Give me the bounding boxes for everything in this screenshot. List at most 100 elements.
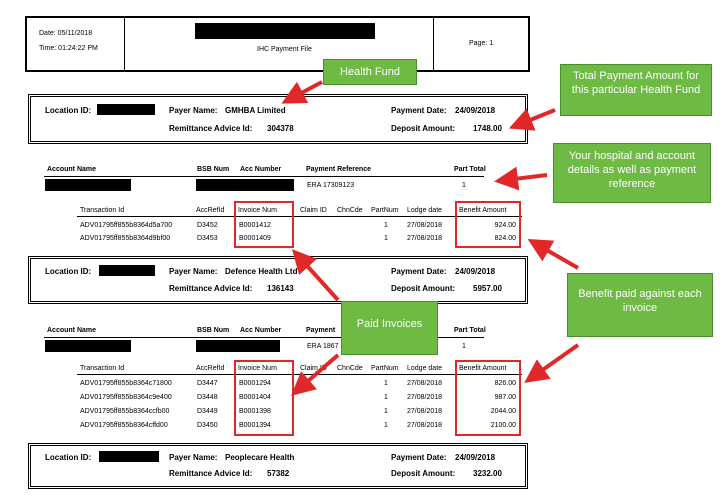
location-label: Location ID: [45,106,92,115]
accrefid-header: AccRefId [196,207,225,214]
divider [77,216,522,217]
invoice-num-header: Invoice Num [238,207,277,214]
lodge-date-header: Lodge date [407,365,443,372]
benefit-amount: 826.00 [494,380,516,387]
remittance-id: 304378 [267,124,294,133]
payment-reference: ERA 17309123 [307,182,355,189]
part-total-header: Part Total [454,166,486,173]
benefit-amount: 824.00 [494,235,516,242]
redacted-account-number [196,179,294,191]
remittance-label: Remittance Advice Id: [169,469,253,478]
invoice-num: B0001394 [239,422,271,429]
part-total-header: Part Total [454,327,486,334]
payment-reference: ERA 1867 [307,343,339,350]
location-label: Location ID: [45,267,92,276]
deposit-label: Deposit Amount: [391,469,456,478]
divider [44,337,484,338]
transaction-id-header: Transaction Id [80,365,125,372]
accrefid: D3450 [197,422,218,429]
part-num: 1 [384,394,388,401]
report-time: Time: 01:24:22 PM [39,45,98,52]
part-total: 1 [462,343,466,350]
remittance-id: 136143 [267,284,294,293]
callout-hospital-details: Your hospital and account details as wel… [553,143,711,203]
chncde-header: ChnCde [337,207,363,214]
accrefid: D3453 [197,235,218,242]
report-header: Date: 05/11/2018 Time: 01:24:22 PM IHC P… [25,16,530,72]
invoice-highlight-1 [234,201,294,248]
redacted-account-name [45,340,131,352]
claim-id-header: Claim ID [300,365,327,372]
benefit-amount: 987.00 [494,394,516,401]
bsb-num-header: BSB Num [197,166,230,173]
lodge-date: 27/08/2018 [407,222,443,229]
arrow-benefit-paid-top [527,239,579,270]
payment-reference-header: Payment Reference [306,166,371,173]
payment-reference-header: Payment [306,327,336,334]
payment-date: 24/09/2018 [455,453,496,462]
accrefid: D3448 [197,394,218,401]
redacted-location [97,104,155,115]
transaction-id: ADV01795ff855b8364cffd00 [80,422,168,429]
transaction-id: ADV01795ff855b8364c71800 [80,380,172,387]
payer-name-label: Payer Name: [169,267,218,276]
part-num: 1 [384,408,388,415]
benefit-amount: 2100.00 [490,422,516,429]
payer-name-label: Payer Name: [169,106,218,115]
arrow-paid-invoices-top [291,249,340,302]
divider [44,176,484,177]
payment-date-label: Payment Date: [391,267,447,276]
page-number: Page: 1 [469,40,494,47]
payment-date-label: Payment Date: [391,453,447,462]
lodge-date-header: Lodge date [407,207,443,214]
accrefid: D3449 [197,408,218,415]
transaction-id: ADV01795ff855b8364c9e400 [80,394,172,401]
lodge-date: 27/08/2018 [407,408,443,415]
invoice-num: B0001404 [239,394,271,401]
invoice-num-header: Invoice Num [238,365,277,372]
remittance-label: Remittance Advice Id: [169,124,253,133]
partnum-header: PartNum [371,365,399,372]
benefit-highlight-1 [455,201,521,248]
invoice-highlight-2 [234,360,294,436]
invoice-num: B0001294 [239,380,271,387]
payer-name-label: Payer Name: [169,453,218,462]
report-date: Date: 05/11/2018 [39,30,93,37]
accrefid: D3447 [197,380,218,387]
acc-number-header: Acc Number [240,166,282,173]
part-num: 1 [384,422,388,429]
transaction-id: ADV01795ff855b8364ccfb00 [80,408,170,415]
benefit-amount: 2044.00 [490,408,516,415]
payer-name: GMHBA Limited [225,106,286,115]
invoice-num: B0001409 [239,235,271,242]
remittance-id: 57382 [267,469,290,478]
accrefid-header: AccRefId [196,365,225,372]
accrefid: D3452 [197,222,218,229]
arrow-hospital-details [494,166,548,191]
benefit-amount-header: Benefit Amount [459,207,507,214]
payment-date: 24/09/2018 [455,267,496,276]
account-name-header: Account Name [47,327,97,334]
redacted-location [99,451,159,462]
acc-number-header: Acc Number [240,327,282,334]
callout-health-fund: Health Fund [323,59,417,85]
invoice-num: B0001412 [239,222,271,229]
redacted-location [99,265,155,276]
payment-summary-2: Location ID: Payer Name: Defence Health … [28,256,528,304]
transaction-id: ADV01795ff855b8364d9bf00 [80,235,171,242]
payment-date: 24/09/2018 [455,106,496,115]
arrow-paid-invoices-bottom [290,353,340,396]
callout-total-payment: Total Payment Amount for this particular… [560,64,712,116]
arrow-benefit-paid-bottom [524,343,580,383]
redacted-account-number [196,340,280,352]
arrow-health-fund [281,80,323,104]
payer-name: Defence Health Ltd [225,267,298,276]
invoice-num: B0001398 [239,408,271,415]
benefit-amount: 924.00 [494,222,516,229]
deposit-amount: 3232.00 [473,469,502,478]
benefit-highlight-2 [455,360,521,436]
lodge-date: 27/08/2018 [407,380,443,387]
payment-date-label: Payment Date: [391,106,447,115]
lodge-date: 27/08/2018 [407,394,443,401]
